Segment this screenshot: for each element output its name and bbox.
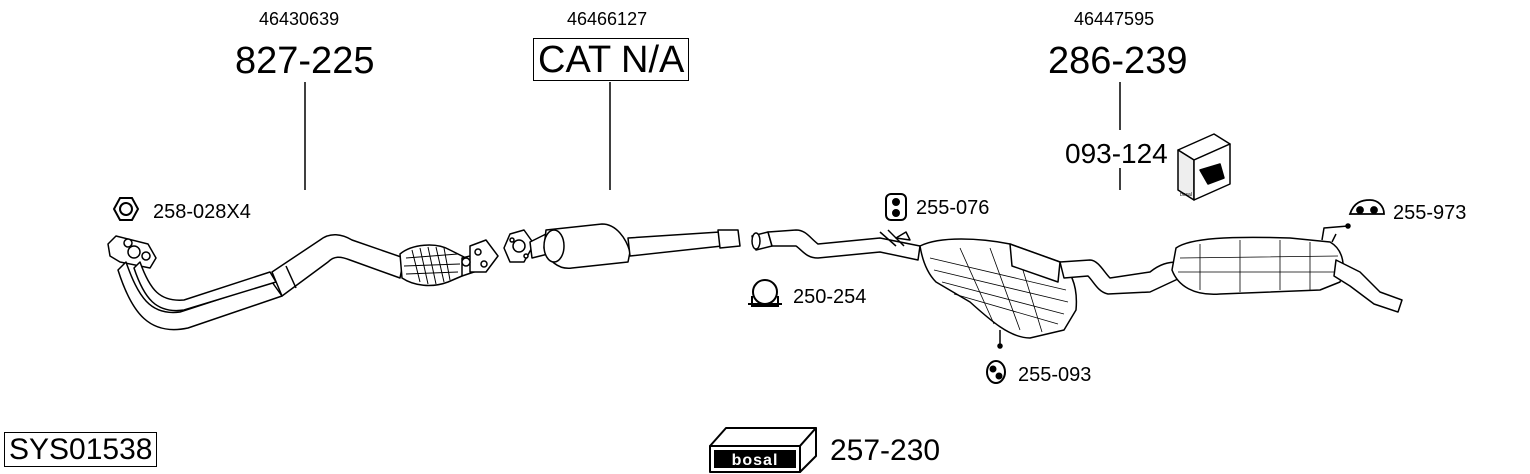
fitting-kit-box-icon: bosal [1177, 133, 1231, 201]
part-number-front-pipe: 827-225 [235, 40, 375, 82]
oem-number-catalyst: 46466127 [567, 9, 648, 29]
part-number-rear-section: 286-239 [1048, 40, 1188, 82]
rubber-hanger-icon [1348, 199, 1385, 215]
hex-nut-part-number: 258-028X4 [153, 201, 251, 223]
round-rubber-mount-part-number: 255-093 [1018, 364, 1092, 386]
fitting-kit-part-number: 093-124 [1065, 138, 1168, 169]
round-rubber-mount-icon [986, 360, 1006, 384]
leader-lines [304, 82, 1121, 190]
oem-number-rear-section: 46447595 [1074, 9, 1155, 29]
part-number-catalyst: CAT N/A [533, 38, 690, 81]
front-pipe-part [107, 234, 499, 331]
fitting-kit-box-brand: bosal [1180, 192, 1192, 198]
pipe-clamp-part-number: 250-254 [793, 286, 867, 308]
rubber-mount-icon [885, 193, 907, 221]
rear-section-part [751, 223, 1403, 349]
pipe-clamp-icon [748, 279, 782, 307]
rubber-hanger-part-number: 255-973 [1393, 202, 1467, 224]
catalyst-part [503, 223, 741, 269]
hex-nut-icon [112, 197, 140, 221]
bosal-brand-mark: bosal [732, 452, 779, 469]
bosal-kit-box-icon: bosal [709, 427, 817, 473]
oem-number-front-pipe: 46430639 [259, 9, 340, 29]
kit-part-number: 257-230 [830, 434, 941, 467]
system-code-label: SYS01538 [4, 432, 158, 467]
rubber-mount-part-number: 255-076 [916, 197, 990, 219]
